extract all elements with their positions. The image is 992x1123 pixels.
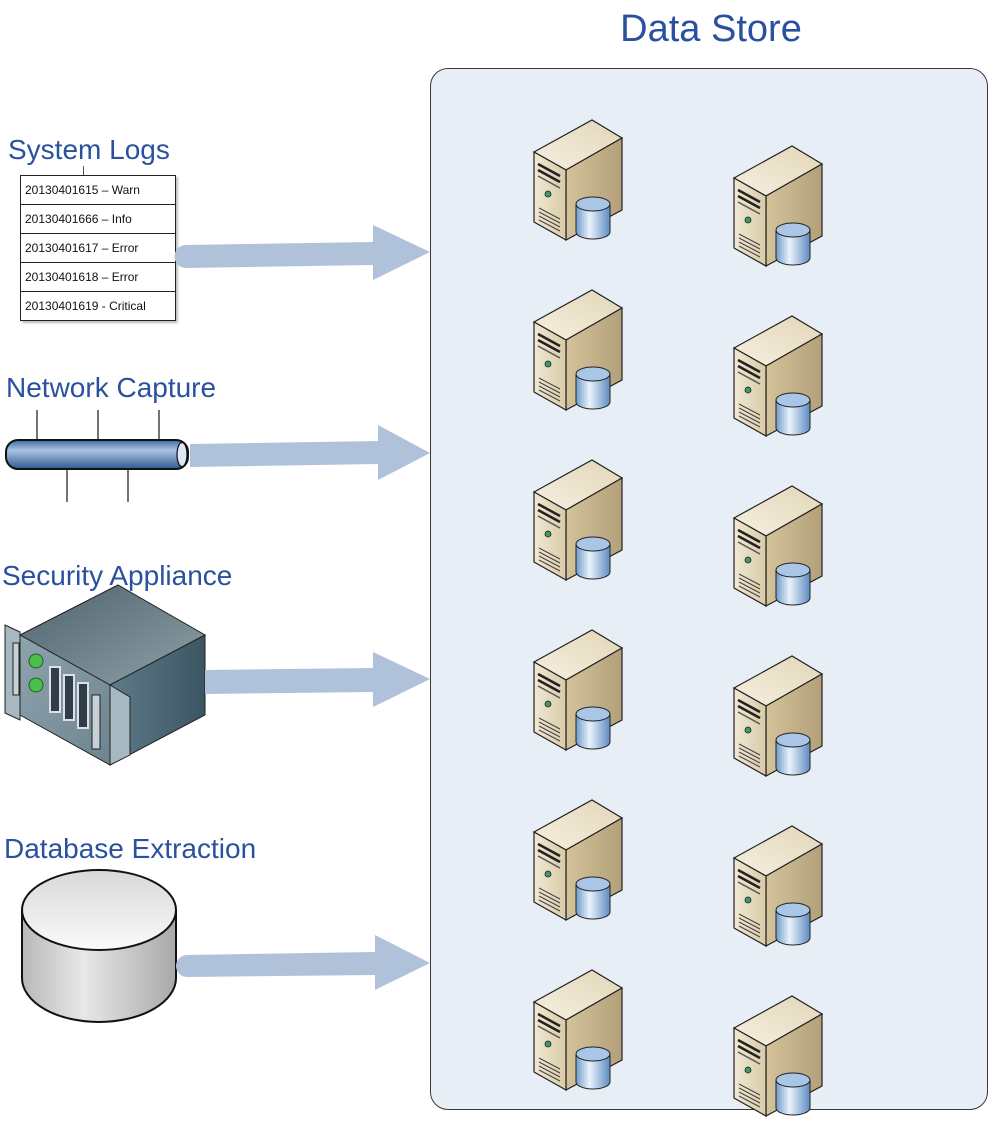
database-server-icon [720,478,830,608]
network-capture-label: Network Capture [6,372,217,403]
rack-appliance-icon [4,584,207,766]
database-server-icon [720,818,830,948]
data-store-title: Data Store [620,8,802,50]
arrow-security-appliance [205,652,430,707]
log-table-icon: 20130401615 – Warn 20130401666 – Info 20… [20,175,176,321]
log-entry: 20130401666 – Info [20,204,176,234]
arrow-network-capture [190,425,430,480]
database-server-icon [520,962,630,1092]
database-server-icon [520,452,630,582]
log-entry: 20130401619 - Critical [20,291,176,321]
log-connector-line [83,166,84,176]
arrow-database-extraction [176,935,430,990]
database-server-icon [520,282,630,412]
log-entry: 20130401615 – Warn [20,175,176,205]
log-row: 20130401619 - Critical [20,291,176,321]
log-row: 20130401666 – Info [20,204,176,234]
database-cylinder-icon [21,869,177,1023]
database-extraction-label: Database Extraction [4,833,257,864]
arrow-system-logs [174,225,430,280]
database-server-icon [520,112,630,242]
data-store-container [430,68,988,1110]
database-server-icon [520,622,630,752]
log-row: 20130401615 – Warn [20,175,176,205]
network-bus-icon [5,410,189,502]
database-server-icon [720,138,830,268]
system-logs-label: System Logs [8,134,170,165]
database-server-icon [720,648,830,778]
database-server-icon [720,988,830,1118]
database-server-icon [720,308,830,438]
database-server-icon [520,792,630,922]
